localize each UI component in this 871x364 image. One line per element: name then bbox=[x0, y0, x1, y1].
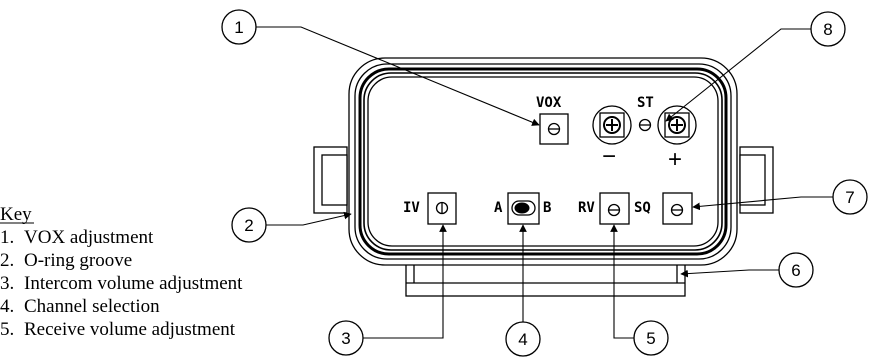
iv-label: IV bbox=[403, 200, 420, 216]
leader-8 bbox=[665, 28, 811, 122]
leader-1 bbox=[256, 26, 540, 126]
svg-text:3: 3 bbox=[341, 329, 350, 348]
callout-2: 2 bbox=[231, 207, 267, 243]
minus-label: − bbox=[602, 143, 616, 170]
callout-3: 3 bbox=[328, 320, 364, 356]
svg-text:Channel selection: Channel selection bbox=[24, 296, 160, 317]
callout-1: 1 bbox=[221, 9, 257, 45]
svg-text:5.: 5. bbox=[0, 319, 14, 340]
svg-text:6: 6 bbox=[791, 261, 800, 280]
svg-text:Receive volume adjustment: Receive volume adjustment bbox=[24, 319, 236, 340]
plus-label: + bbox=[668, 146, 682, 173]
key-item-1: 1. VOX adjustment bbox=[0, 227, 154, 248]
svg-text:8: 8 bbox=[823, 20, 832, 39]
leader-6 bbox=[680, 269, 779, 278]
svg-text:5: 5 bbox=[646, 329, 655, 348]
receive-volume-adjustment[interactable]: RV bbox=[578, 192, 630, 225]
intercom-volume-adjustment[interactable]: IV bbox=[403, 192, 457, 225]
svg-text:1.: 1. bbox=[0, 227, 14, 248]
rv-label: RV bbox=[578, 200, 595, 216]
key-heading: Key bbox=[0, 204, 32, 225]
leader-3 bbox=[363, 224, 447, 339]
leader-2 bbox=[266, 211, 352, 226]
channel-a-label: A bbox=[494, 200, 503, 216]
leader-7 bbox=[692, 196, 833, 211]
svg-text:1: 1 bbox=[234, 18, 243, 37]
vox-adjustment[interactable]: VOX bbox=[536, 95, 569, 145]
vox-label: VOX bbox=[536, 95, 562, 111]
svg-text:VOX adjustment: VOX adjustment bbox=[24, 227, 154, 248]
callout-7: 7 bbox=[832, 179, 868, 215]
svg-text:O-ring groove: O-ring groove bbox=[24, 250, 132, 271]
svg-text:2: 2 bbox=[244, 216, 253, 235]
key-legend: Key 1. VOX adjustment 2. O-ring groove 3… bbox=[0, 204, 243, 340]
key-item-4: 4. Channel selection bbox=[0, 296, 160, 317]
minus-terminal: − bbox=[592, 105, 632, 170]
channel-b-label: B bbox=[543, 200, 551, 216]
sq-label: SQ bbox=[634, 200, 651, 216]
svg-text:Intercom volume adjustment: Intercom volume adjustment bbox=[24, 273, 243, 294]
svg-text:4: 4 bbox=[518, 330, 527, 349]
svg-text:4.: 4. bbox=[0, 296, 14, 317]
leader-lines bbox=[256, 26, 833, 339]
key-item-2: 2. O-ring groove bbox=[0, 250, 132, 271]
callout-5: 5 bbox=[633, 320, 669, 356]
channel-selection-switch[interactable]: A B bbox=[494, 192, 551, 225]
switch-knob bbox=[514, 202, 530, 214]
right-mounting-tab bbox=[739, 146, 774, 214]
st-label: ST bbox=[637, 95, 654, 111]
key-item-5: 5. Receive volume adjustment bbox=[0, 319, 236, 340]
left-mounting-tab bbox=[313, 146, 348, 214]
key-item-3: 3. Intercom volume adjustment bbox=[0, 273, 243, 294]
callout-4: 4 bbox=[505, 321, 541, 357]
svg-text:2.: 2. bbox=[0, 250, 14, 271]
leader-5 bbox=[610, 224, 634, 339]
callout-6: 6 bbox=[778, 252, 814, 288]
callouts: 1 2 3 4 5 6 7 8 bbox=[221, 9, 868, 357]
svg-text:7: 7 bbox=[845, 188, 854, 207]
svg-text:3.: 3. bbox=[0, 273, 14, 294]
callout-8: 8 bbox=[810, 11, 846, 47]
squelch-adjustment[interactable]: SQ bbox=[634, 192, 693, 225]
